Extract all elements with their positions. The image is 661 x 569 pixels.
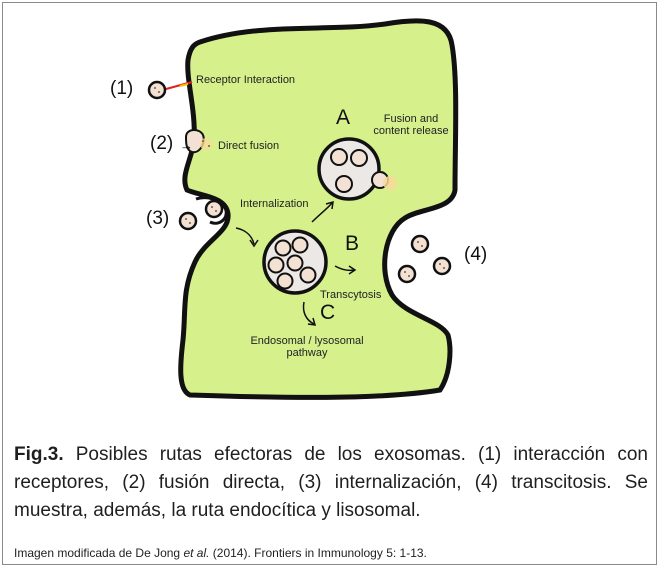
image-credit: Imagen modificada de De Jong et al. (201…: [14, 546, 427, 560]
label-letter-c: C: [320, 301, 336, 324]
label-letter-b: B: [345, 232, 360, 255]
caption-text: Posibles rutas efectoras de los exosomas…: [14, 444, 648, 521]
vesicle-transcytosis-3: [397, 264, 417, 284]
arrow-internalization: [235, 227, 255, 245]
endosome-a: [317, 137, 397, 201]
label-receptor-interaction: Receptor Interaction: [196, 74, 296, 86]
label-num-2: (2): [150, 133, 174, 154]
vesicle-transcytosis-1: [410, 234, 430, 254]
arrow-to-c: [302, 301, 315, 325]
label-direct-fusion: Direct fusion: [218, 140, 280, 152]
credit-prefix: Imagen modificada de De Jong: [14, 546, 184, 560]
figure-caption: Fig.3. Posibles rutas efectoras de los e…: [14, 441, 648, 525]
svg-text:→: →: [180, 138, 193, 153]
label-fusion-release-line1: Fusion and: [383, 113, 439, 125]
label-internalization: Internalization: [240, 198, 309, 210]
arrow-to-a: [311, 202, 333, 223]
vesicle-transcytosis-2: [432, 256, 452, 276]
label-num-4: (4): [464, 244, 488, 265]
vesicle-internalization-outside: [178, 211, 198, 231]
label-letter-a: A: [336, 106, 351, 129]
cell-body: [178, 18, 459, 400]
label-num-3: (3): [146, 208, 170, 229]
label-endosomal-line2: pathway: [286, 347, 328, 359]
vesicle-receptor: [147, 80, 167, 100]
endosome-b: [262, 229, 328, 295]
caption-fig-label: Fig.3.: [14, 444, 64, 465]
credit-suffix: (2014). Frontiers in Immunology 5: 1-13.: [209, 546, 427, 560]
label-endosomal-line1: Endosomal / lysosomal: [250, 335, 364, 347]
exosome-pathways-diagram: →: [147, 18, 459, 400]
vesicle-internalization-pocket: [204, 199, 224, 219]
label-fusion-release: Fusion and content release: [366, 113, 456, 137]
label-transcytosis: Transcytosis: [320, 289, 382, 301]
label-fusion-release-line2: content release: [373, 125, 449, 137]
label-num-1: (1): [110, 78, 134, 99]
label-endosomal-pathway: Endosomal / lysosomal pathway: [242, 335, 372, 359]
internalization-pocket: [195, 196, 228, 225]
arrow-to-b: [334, 265, 355, 272]
vesicle-direct-fusion: [184, 129, 212, 154]
credit-etal: et al.: [183, 546, 210, 560]
